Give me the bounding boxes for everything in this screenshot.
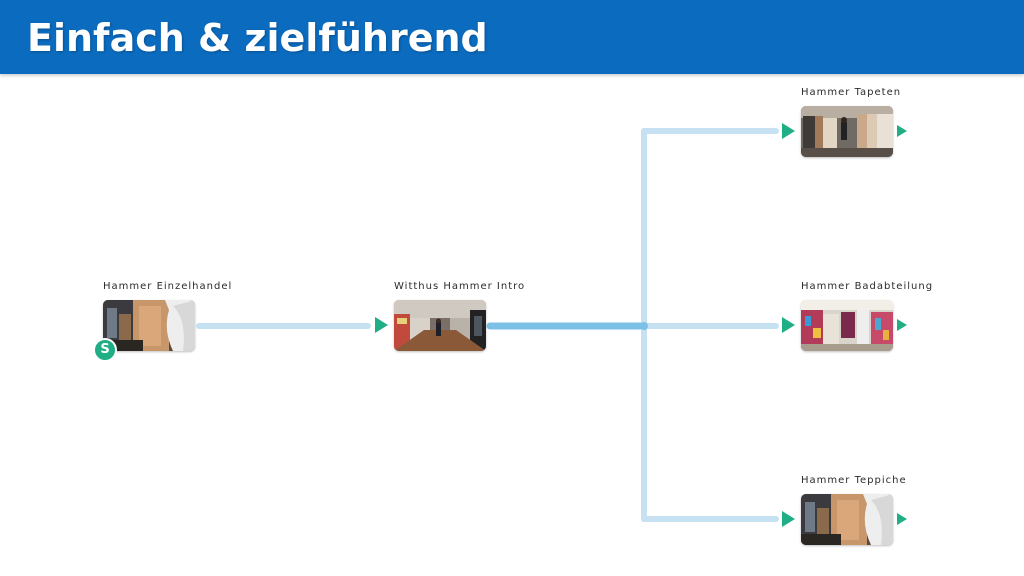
video-thumbnail[interactable] [103,300,195,351]
slide-title: Einfach & zielführend [27,16,488,60]
node-witthus-hammer-intro[interactable]: Witthus Hammer Intro [375,281,524,351]
input-arrow-icon [782,123,795,139]
start-badge-icon: S [93,338,117,362]
input-arrow-icon [375,317,388,333]
output-arrow-icon [897,513,907,525]
node-label: Hammer Badabteilung [801,281,934,292]
video-thumbnail[interactable] [394,300,486,351]
junction-dot [640,322,648,330]
input-arrow-icon [782,511,795,527]
title-bar: Einfach & zielführend [0,0,1024,74]
node-label: Witthus Hammer Intro [394,281,526,292]
output-arrow-icon [897,319,907,331]
video-thumbnail[interactable] [801,494,893,545]
node-hammer-badabteilung[interactable]: Hammer Badabteilung [782,281,932,351]
output-arrow-icon [897,125,907,137]
video-thumbnail[interactable] [801,106,893,157]
input-arrow-icon [782,317,795,333]
node-label: Hammer Tapeten [801,87,902,98]
node-hammer-einzelhandel[interactable]: Hammer Einzelhandel S [93,281,231,362]
node-label: Hammer Einzelhandel [103,281,233,292]
node-label: Hammer Teppiche [801,475,907,486]
node-hammer-tapeten[interactable]: Hammer Tapeten [782,87,907,157]
node-hammer-teppiche[interactable]: Hammer Teppiche [782,475,907,545]
video-thumbnail[interactable] [801,300,893,351]
